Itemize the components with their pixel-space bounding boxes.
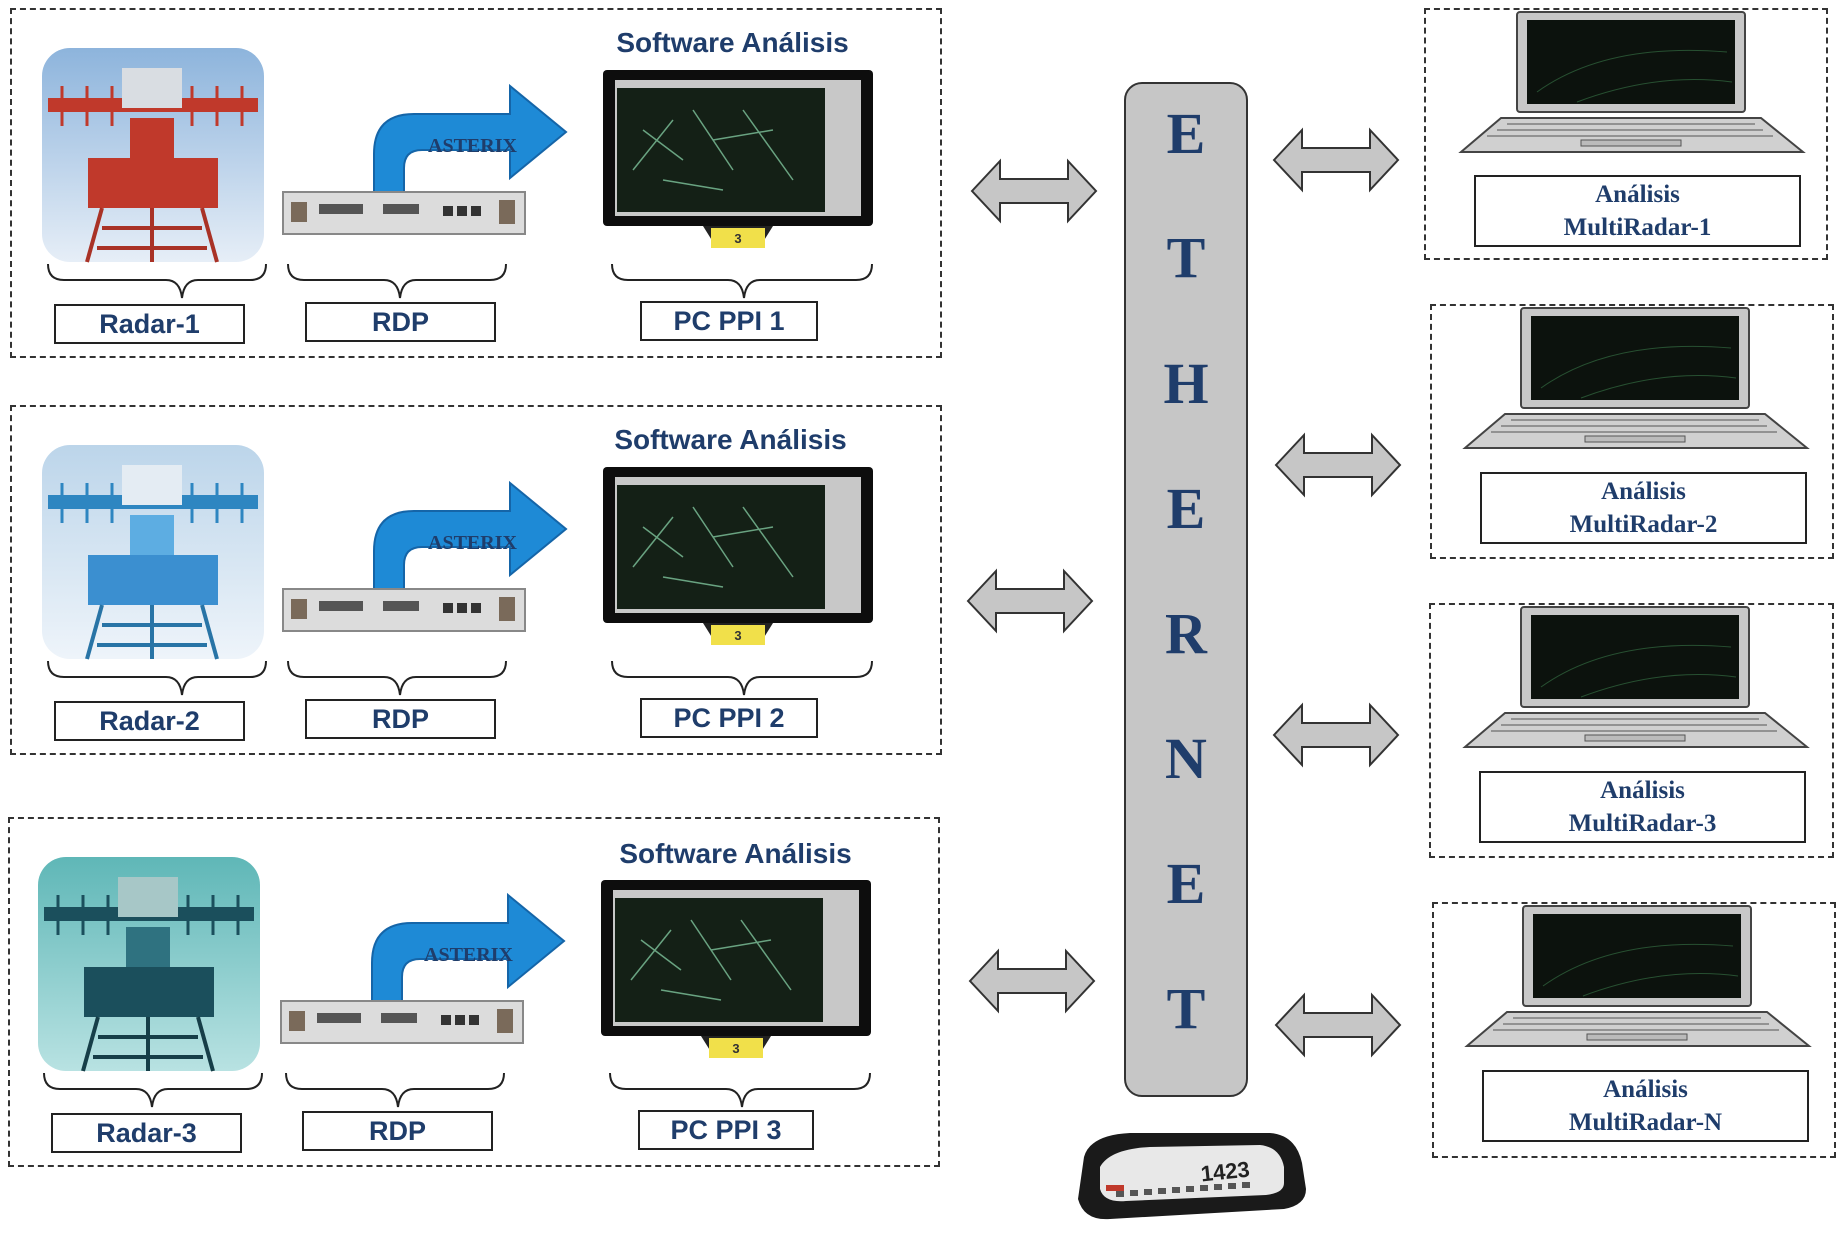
double-arrow-right-3 xyxy=(1272,702,1400,768)
monitor-1: 3 xyxy=(603,70,873,248)
radar-label-2: Radar-2 xyxy=(54,701,245,741)
monitor-2: 3 xyxy=(603,467,873,645)
radar-label-1: Radar-1 xyxy=(54,304,245,344)
asterix-arrow-1 xyxy=(373,83,568,193)
radar-image-2 xyxy=(42,445,264,660)
multiradar-label-3: Análisis MultiRadar-3 xyxy=(1479,771,1806,843)
laptop-2 xyxy=(1462,307,1810,449)
asterix-arrow-2 xyxy=(373,480,568,590)
radar-group-3 xyxy=(8,817,940,1167)
rdp-device-1 xyxy=(282,191,526,235)
multiradar-group-3 xyxy=(1429,603,1834,858)
radar-group-2 xyxy=(10,405,942,755)
rdp-label-3: RDP xyxy=(302,1111,493,1151)
multiradar-label-1: Análisis MultiRadar-1 xyxy=(1474,175,1801,247)
laptop-1 xyxy=(1458,11,1806,153)
monitor-3: 3 xyxy=(601,880,871,1058)
ethernet-letter-7: E xyxy=(1166,851,1206,916)
rdp-device-2 xyxy=(282,588,526,632)
braces-row-1 xyxy=(47,263,873,299)
braces-row-3 xyxy=(43,1072,871,1108)
laptop-3 xyxy=(1462,606,1810,748)
multiradar-group-2 xyxy=(1430,304,1834,559)
ethernet-letter-4: E xyxy=(1166,476,1206,541)
multiradar-group-1 xyxy=(1424,8,1828,260)
rdp-label-1: RDP xyxy=(305,302,496,342)
monitor-tag-2: 3 xyxy=(734,628,741,643)
pc-label-2: PC PPI 2 xyxy=(640,698,818,738)
double-arrow-right-1 xyxy=(1272,127,1400,193)
pc-label-1: PC PPI 1 xyxy=(640,301,818,341)
rdp-label-2: RDP xyxy=(305,699,496,739)
multiradar-label-2-line2: MultiRadar-2 xyxy=(1569,511,1718,538)
radar-label-3: Radar-3 xyxy=(51,1113,242,1153)
rdp-device-3 xyxy=(280,1000,524,1044)
ethernet-letter-3: H xyxy=(1163,351,1209,416)
ethernet-letter-1: E xyxy=(1166,101,1206,166)
ethernet-letter-6: N xyxy=(1165,726,1207,791)
ethernet-bus xyxy=(1124,82,1248,1097)
asterix-arrow-3 xyxy=(371,892,566,1002)
multiradar-label-1-line2: MultiRadar-1 xyxy=(1563,214,1712,241)
monitor-tag-3: 3 xyxy=(732,1041,739,1056)
multiradar-group-4 xyxy=(1432,902,1836,1158)
software-title-3: Software Análisis xyxy=(619,838,852,869)
pc-label-3: PC PPI 3 xyxy=(638,1110,814,1150)
radar-image-1 xyxy=(42,48,264,263)
double-arrow-left-1 xyxy=(970,158,1098,224)
multiradar-label-4-line2: MultiRadar-N xyxy=(1568,1109,1723,1136)
software-title-1: Software Análisis xyxy=(616,27,849,58)
ethernet-letter-8: T xyxy=(1166,976,1206,1041)
radar-image-3 xyxy=(38,857,260,1072)
double-arrow-right-2 xyxy=(1274,432,1402,498)
ethernet-letter-2: T xyxy=(1166,225,1206,290)
asterix-label-3: ASTERIX xyxy=(424,944,513,966)
switch-model-label: 1423 xyxy=(1200,1157,1251,1187)
radar-group-1 xyxy=(10,8,942,358)
multiradar-label-2: Análisis MultiRadar-2 xyxy=(1480,472,1807,544)
asterix-label-1: ASTERIX xyxy=(428,135,517,157)
multiradar-label-3-line1: Análisis xyxy=(1600,777,1685,804)
multiradar-label-1-line1: Análisis xyxy=(1595,181,1680,208)
double-arrow-left-3 xyxy=(968,948,1096,1014)
ethernet-letter-5: R xyxy=(1165,601,1207,666)
multiradar-label-2-line1: Análisis xyxy=(1601,478,1686,505)
laptop-4 xyxy=(1464,905,1812,1047)
double-arrow-left-2 xyxy=(966,568,1094,634)
multiradar-label-4: Análisis MultiRadar-N xyxy=(1482,1070,1809,1142)
braces-row-2 xyxy=(47,660,873,696)
double-arrow-right-4 xyxy=(1274,992,1402,1058)
ethernet-switch-device: 1423 xyxy=(1078,1133,1306,1220)
multiradar-label-4-line1: Análisis xyxy=(1603,1076,1688,1103)
multiradar-label-3-line2: MultiRadar-3 xyxy=(1568,810,1717,837)
software-title-2: Software Análisis xyxy=(614,424,847,455)
monitor-tag-1: 3 xyxy=(734,231,741,246)
asterix-label-2: ASTERIX xyxy=(428,532,517,554)
